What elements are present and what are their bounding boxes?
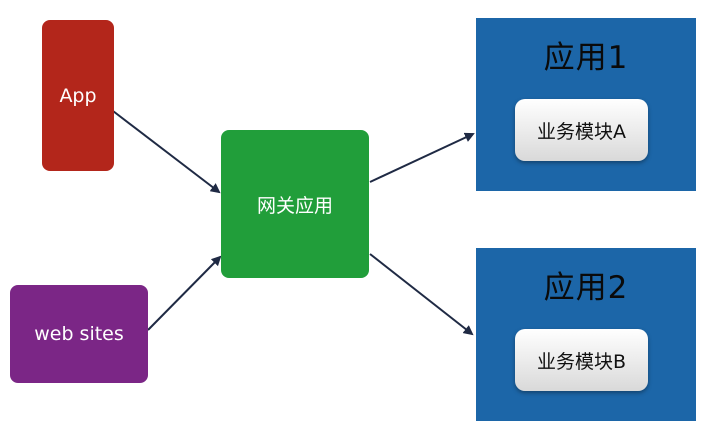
service-app1-title: 应用1	[543, 40, 629, 76]
gateway-node: 网关应用	[221, 130, 369, 278]
arrow-web-to-gateway	[147, 255, 222, 331]
arrow-app-to-gateway	[112, 110, 221, 194]
app-node: App	[42, 20, 114, 171]
web-sites-node: web sites	[10, 285, 148, 383]
app-node-label: App	[59, 84, 97, 107]
module-b-label: 业务模块B	[536, 350, 627, 373]
service-app2-title: 应用2	[543, 270, 629, 306]
gateway-node-label: 网关应用	[256, 194, 333, 217]
web-sites-node-label: web sites	[34, 323, 124, 345]
service-app1-box: 应用1 业务模块A	[476, 18, 696, 191]
module-a-box: 业务模块A	[515, 99, 648, 161]
module-a-label: 业务模块A	[537, 120, 626, 143]
service-app2-box: 应用2 业务模块B	[476, 248, 696, 421]
arrow-gateway-to-app1	[369, 132, 475, 183]
module-b-box: 业务模块B	[515, 329, 648, 391]
arrow-gateway-to-app2	[369, 253, 474, 336]
